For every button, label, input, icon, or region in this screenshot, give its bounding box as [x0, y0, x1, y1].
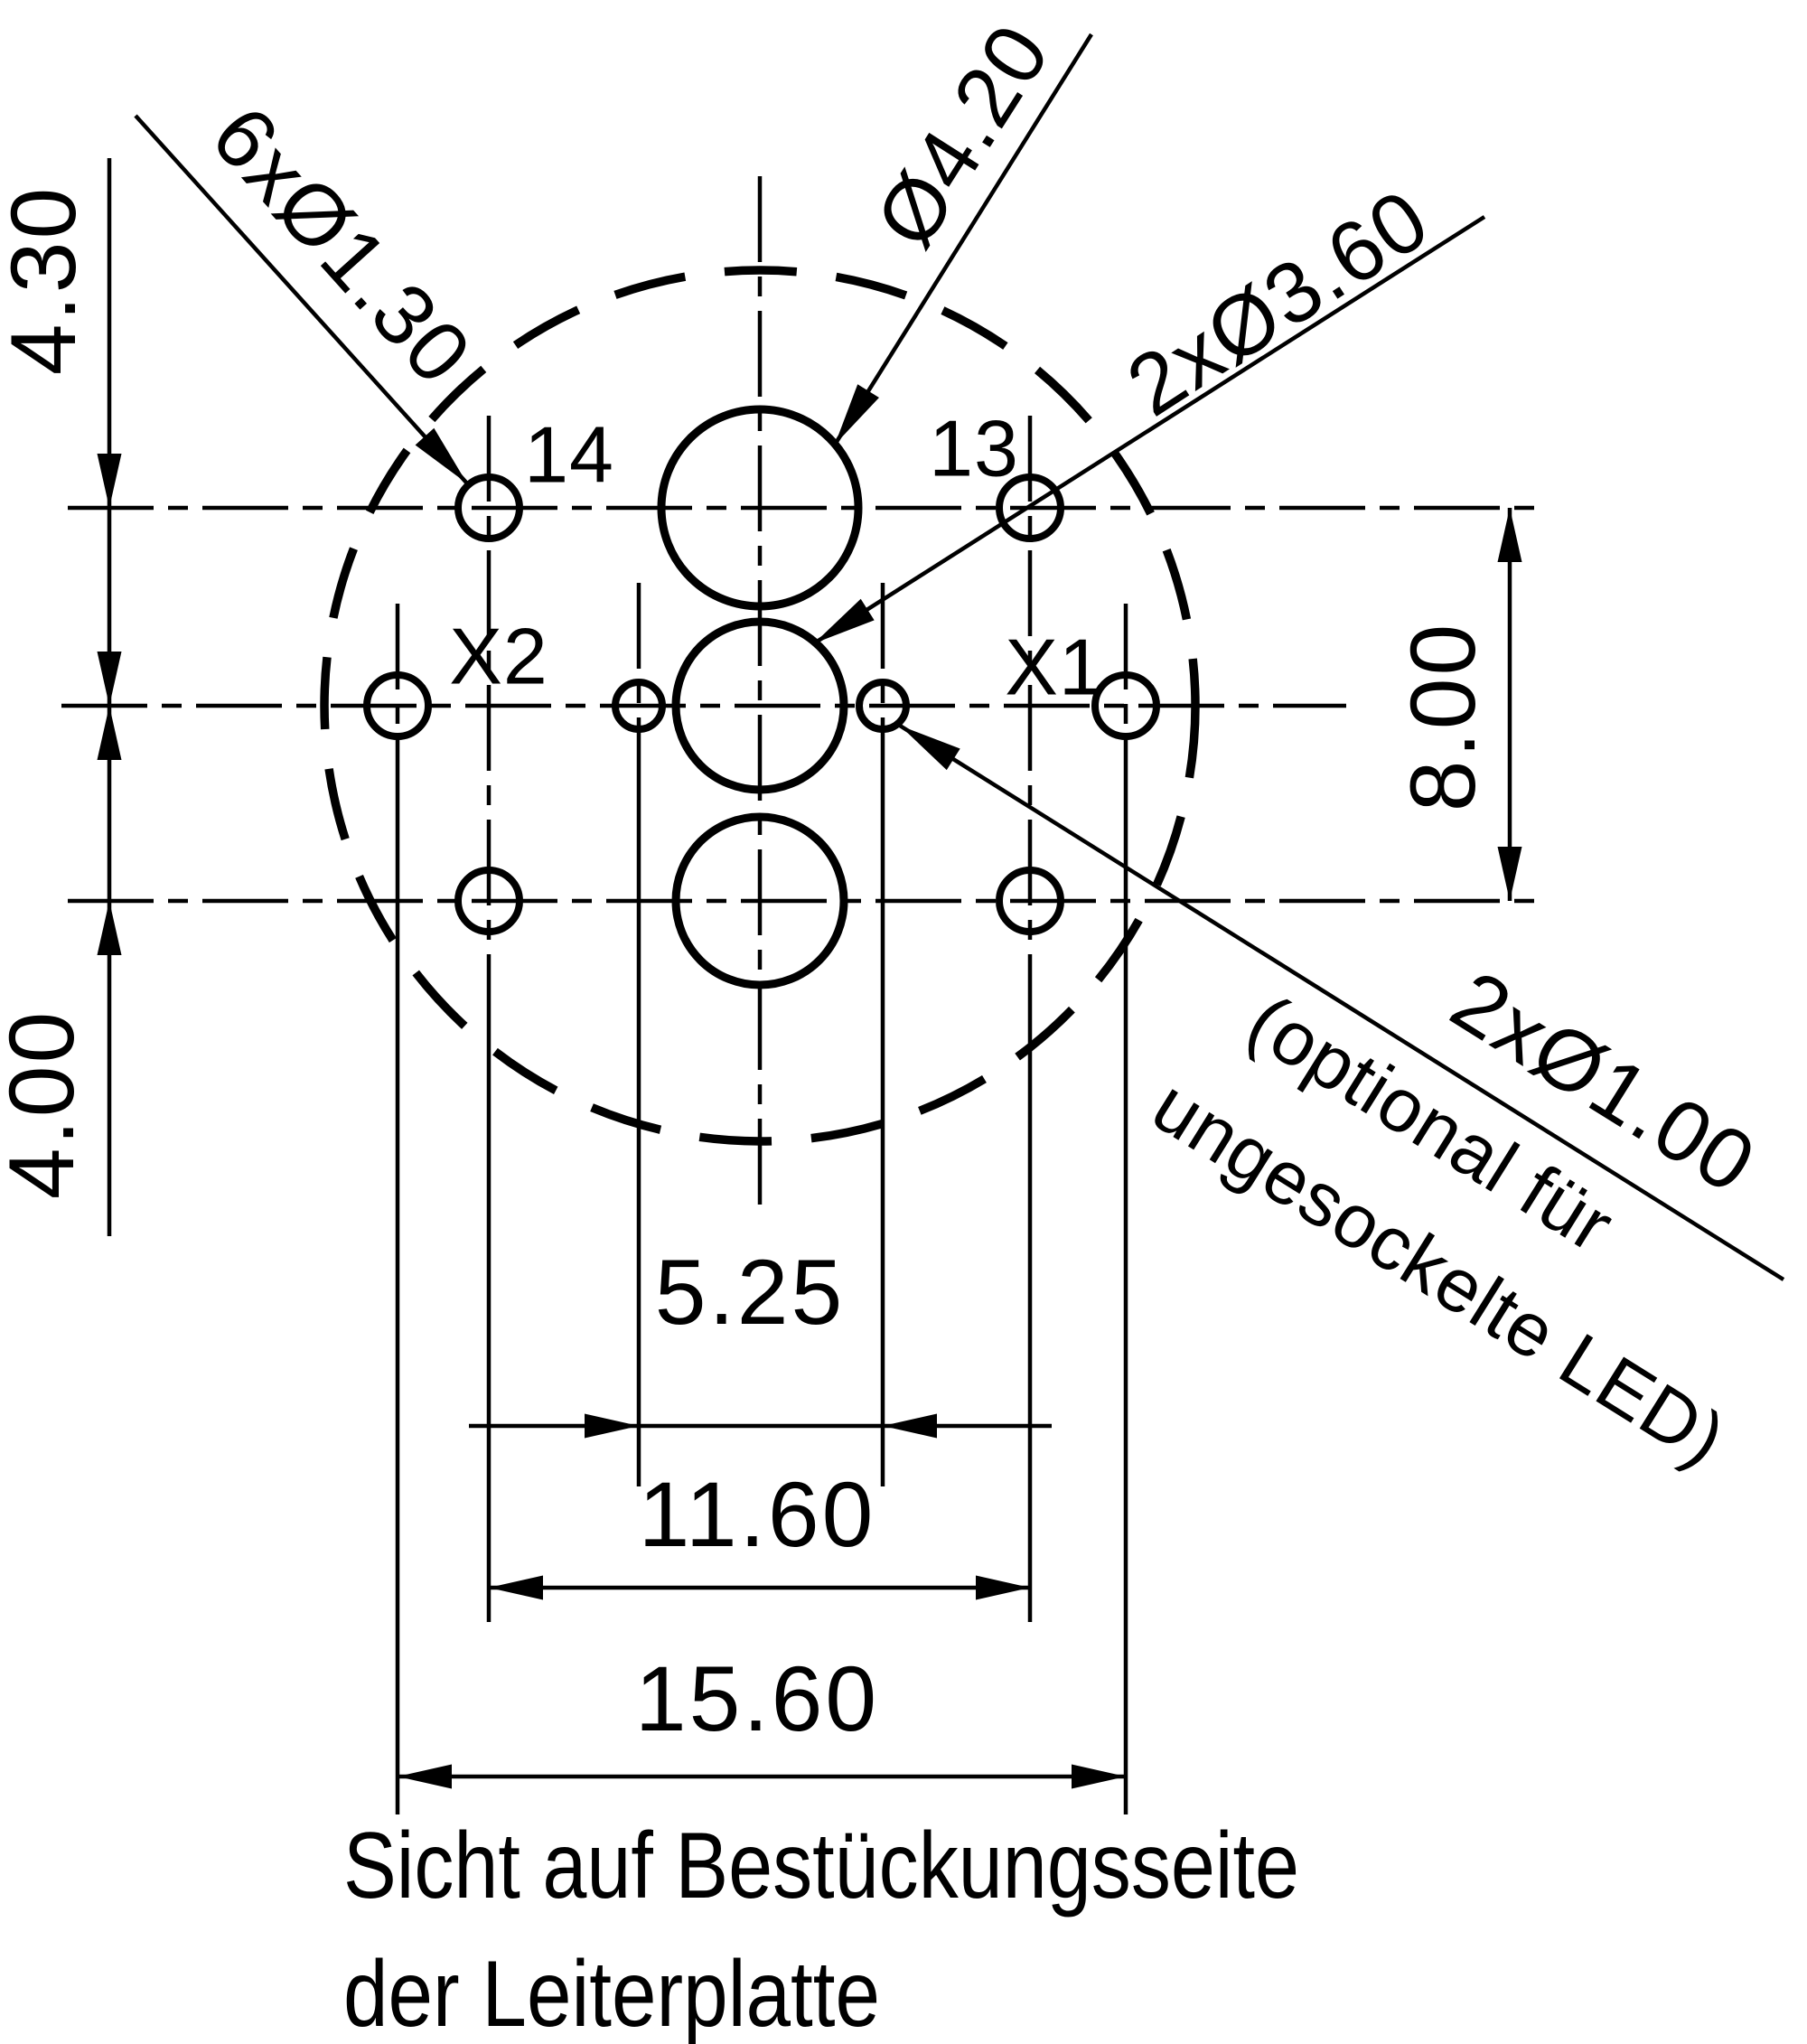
caption-line1: Sicht auf Bestückungsseite [343, 1814, 1299, 1918]
dim-value-15-60: 15.60 [635, 1647, 879, 1750]
arrowhead-8-00-bottom [1497, 847, 1522, 901]
arrowhead-15-60-right [1072, 1764, 1126, 1789]
hole-layer [320, 266, 1200, 1146]
leader-line-6x-d1-30 [134, 114, 469, 485]
hole-bottom-left-d1-30 [454, 867, 523, 935]
text-layer: 4.30 4.00 8.00 5.25 11.60 15.60 14 13 X2… [0, 7, 1772, 2044]
callout-d4-20: Ø4.20 [857, 7, 1069, 264]
callout-2x-d3-60: 2xØ3.60 [1111, 171, 1447, 435]
arrowhead-4-00-bottom [97, 901, 122, 955]
dim-value-4-00: 4.00 [0, 1009, 93, 1200]
arrowhead-leader-d4-20 [835, 384, 879, 445]
leader-layer [134, 33, 1785, 1281]
hole-13-d1-30 [996, 473, 1064, 542]
dim-value-8-00: 8.00 [1391, 622, 1494, 812]
label-hole-13: 13 [929, 404, 1019, 493]
arrowhead-4-30-bottom [97, 652, 122, 706]
arrowhead-leader-6x-d1-30 [415, 427, 467, 483]
callout-6x-d1-30: 6xØ1.30 [193, 89, 490, 403]
hole-x1-d1-30 [1091, 671, 1160, 740]
arrowhead-11-60-right [976, 1575, 1030, 1600]
hole-14-d1-30 [454, 473, 523, 542]
label-hole-x2: X2 [449, 612, 548, 701]
arrowhead-4-00-top [97, 706, 122, 760]
hole-bottom-right-d1-30 [996, 867, 1064, 935]
hole-middle-center-d3-60 [671, 617, 848, 794]
arrowhead-8-00-top [1497, 508, 1522, 562]
leader-line-2x-d3-60 [812, 215, 1486, 645]
arrowhead-leader-2x-d3-60 [814, 598, 875, 643]
caption-line2: der Leiterplatte [343, 1942, 880, 2044]
hole-led-right-d1-00 [856, 679, 910, 733]
dimension-layer [97, 158, 1522, 1789]
arrowhead-leader-2x-d1-00 [900, 726, 960, 771]
dim-value-4-30: 4.30 [0, 185, 95, 376]
arrowhead-5-25-left [585, 1413, 639, 1439]
leader-line-d4-20 [833, 33, 1093, 446]
connector-body-outline-dashed-circle [320, 266, 1200, 1146]
leader-line-2x-d1-00 [898, 724, 1785, 1281]
arrowhead-5-25-right [883, 1413, 937, 1439]
hole-bottom-center-d3-60 [671, 812, 848, 989]
dim-value-11-60: 11.60 [639, 1463, 876, 1566]
label-hole-x1: X1 [1005, 623, 1104, 712]
hole-top-center-d4-20 [657, 405, 863, 611]
hole-led-left-d1-00 [612, 679, 666, 733]
centerline-layer [61, 176, 1547, 1814]
dim-value-5-25: 5.25 [655, 1241, 846, 1344]
hole-x2-d1-30 [363, 671, 432, 740]
arrowhead-15-60-left [398, 1764, 452, 1789]
arrowhead-4-30-top [97, 454, 122, 508]
label-hole-14: 14 [524, 410, 614, 500]
arrowhead-11-60-left [489, 1575, 543, 1600]
